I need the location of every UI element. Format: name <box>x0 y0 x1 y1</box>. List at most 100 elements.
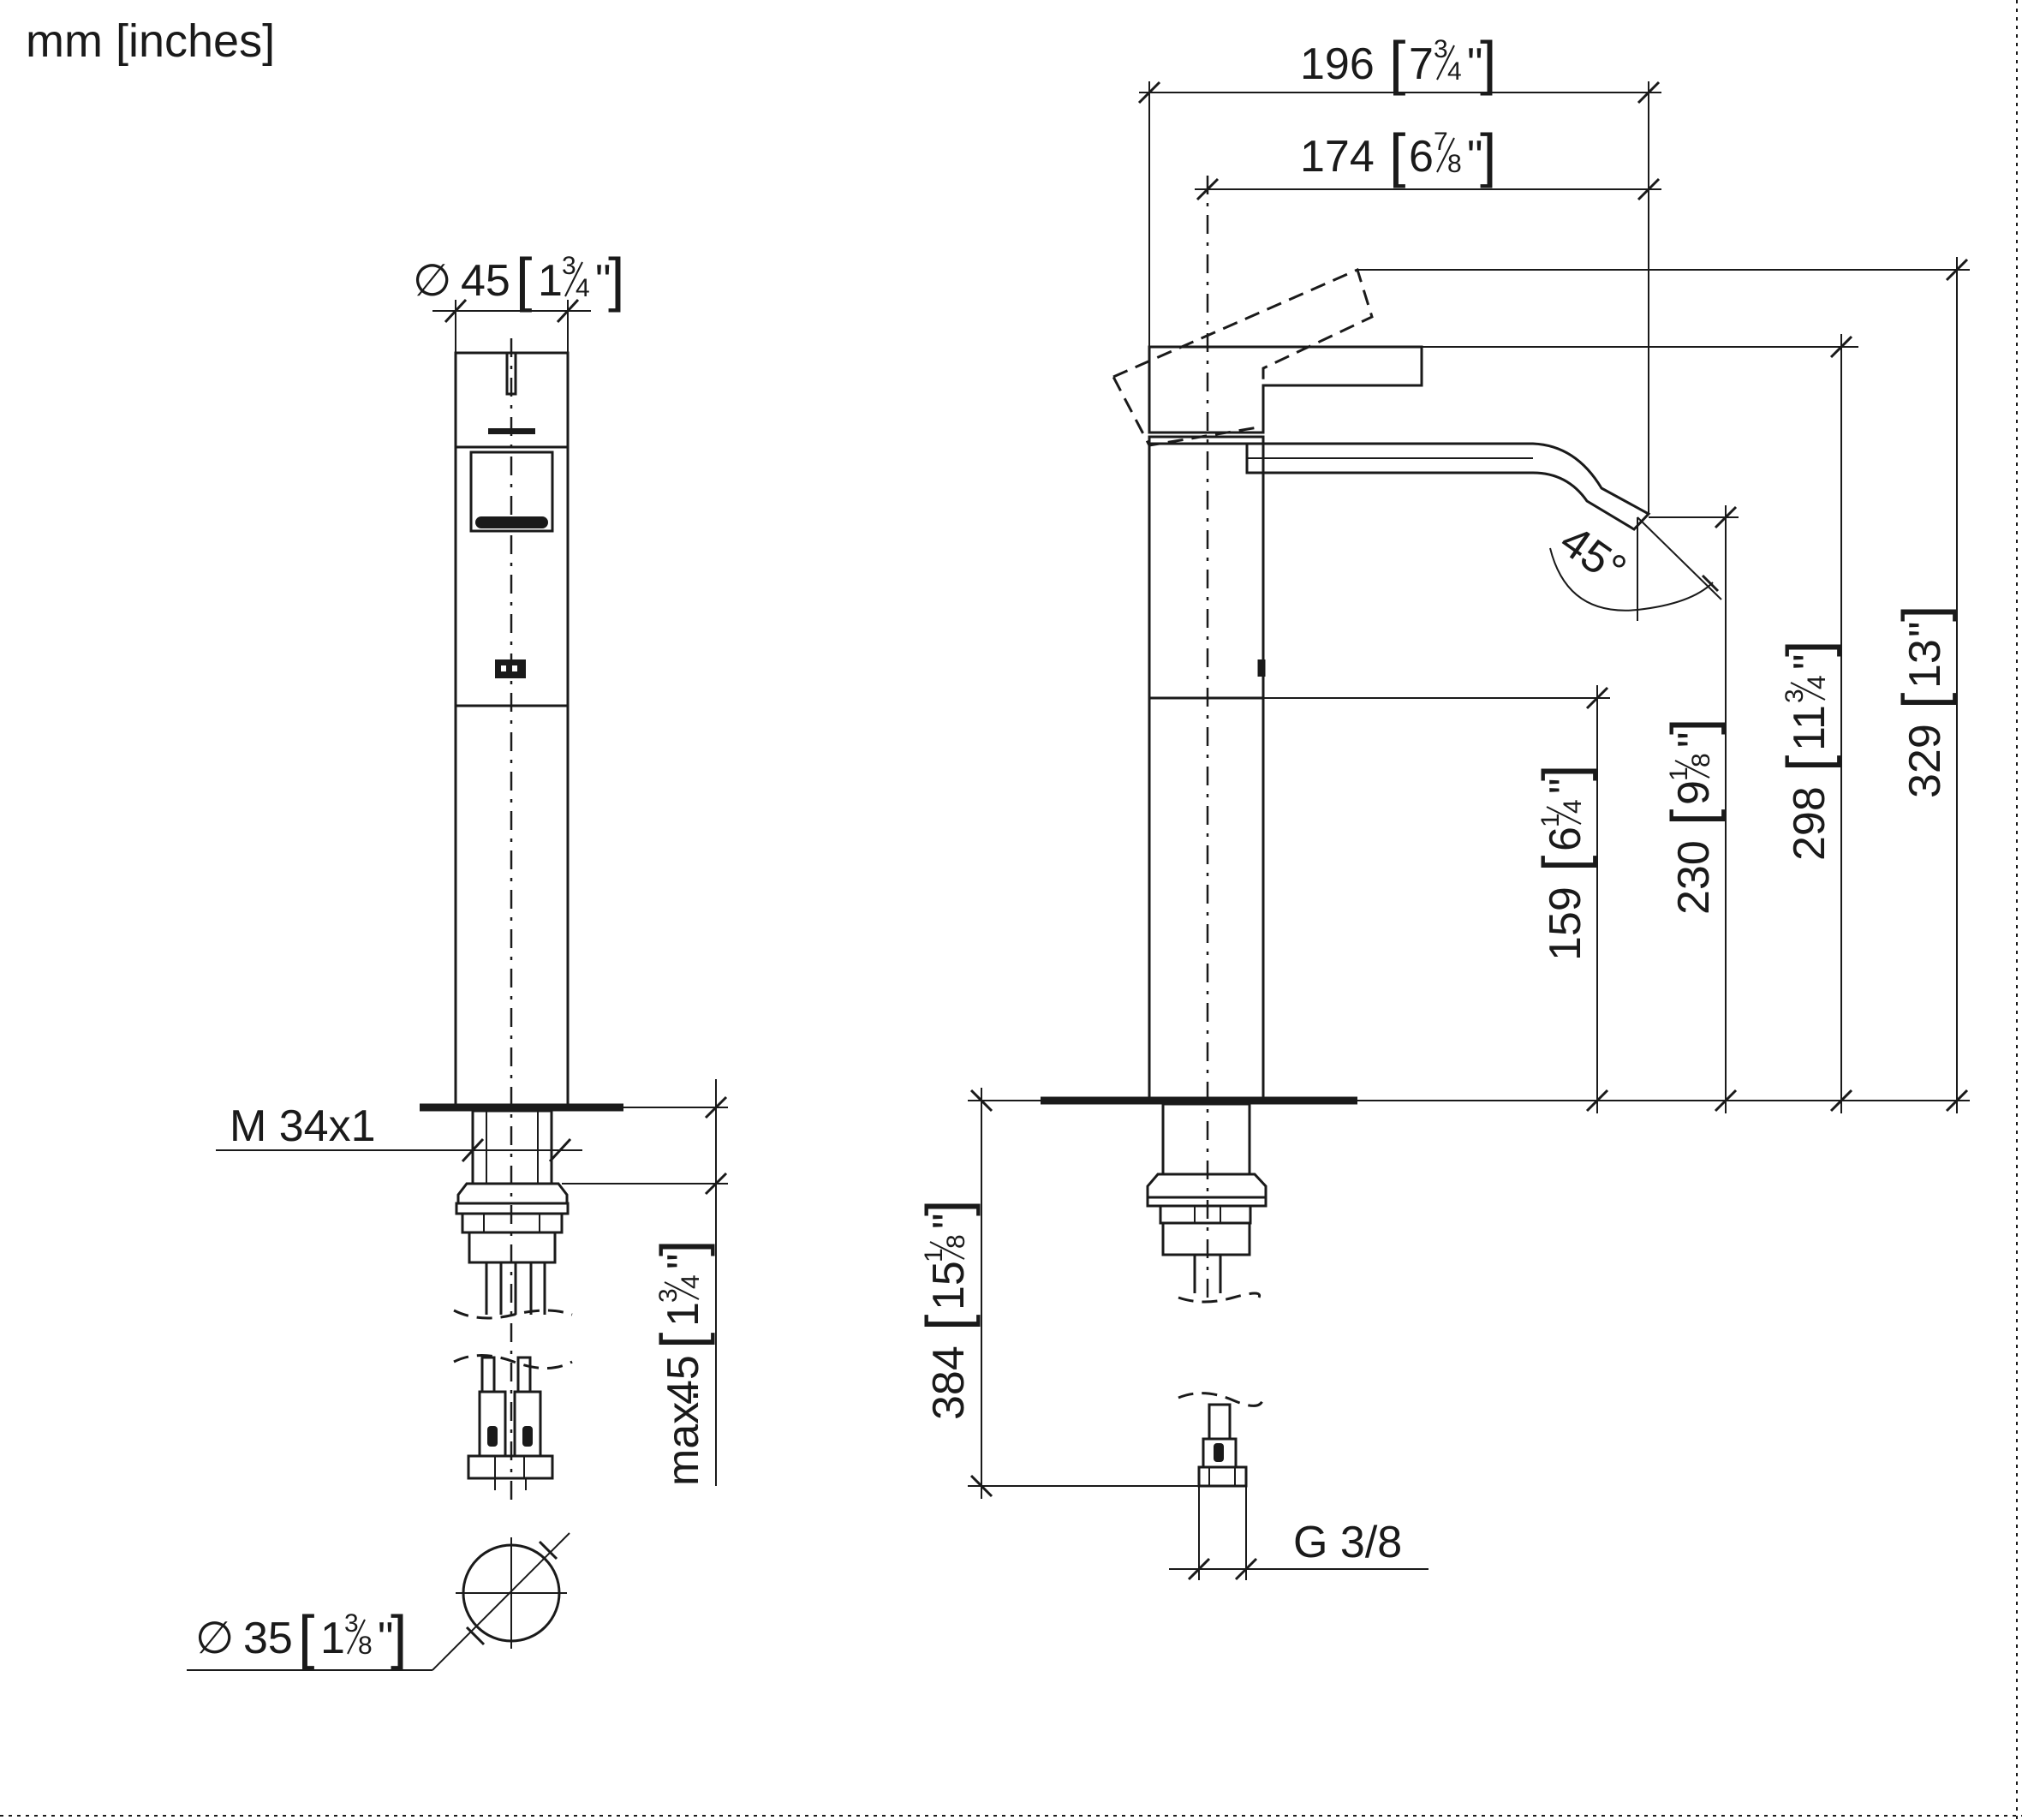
svg-text:1: 1 <box>1536 813 1565 827</box>
dim-connection-g38: G 3/8 <box>1293 1518 1402 1567</box>
svg-text:]: ] <box>1480 122 1496 188</box>
svg-text:45: 45 <box>461 256 510 306</box>
svg-text:": " <box>1467 39 1482 89</box>
svg-text:]: ] <box>1890 606 1957 622</box>
svg-text:3: 3 <box>562 252 576 280</box>
svg-text:9: 9 <box>1669 780 1719 805</box>
svg-text:]: ] <box>1659 719 1726 735</box>
svg-text:11: 11 <box>1785 705 1834 751</box>
side-lever-window <box>469 451 554 533</box>
svg-text:[: [ <box>1389 29 1405 96</box>
svg-text:3: 3 <box>654 1288 683 1303</box>
front-nut <box>1159 1204 1252 1225</box>
front-connector-nut <box>1197 1465 1248 1488</box>
svg-text:8: 8 <box>942 1234 970 1249</box>
svg-text:[: [ <box>298 1603 314 1670</box>
svg-text:230: 230 <box>1669 840 1719 915</box>
svg-text:4: 4 <box>1559 799 1587 814</box>
svg-text:]: ] <box>1530 765 1597 781</box>
dim-below-deck-384: 384 [ 15 1 8 " ] <box>914 1200 981 1420</box>
svg-text:]: ] <box>391 1603 407 1670</box>
svg-text:3: 3 <box>1434 35 1448 63</box>
svg-text:8: 8 <box>1447 150 1462 178</box>
svg-text:]: ] <box>1480 29 1496 96</box>
front-shank <box>1161 1102 1251 1176</box>
svg-text:∅: ∅ <box>195 1614 234 1663</box>
svg-text:[: [ <box>516 246 532 313</box>
svg-text:]: ] <box>648 1240 715 1256</box>
svg-text:1: 1 <box>320 1614 345 1663</box>
svg-text:15: 15 <box>924 1261 974 1310</box>
svg-text:7: 7 <box>1409 39 1434 89</box>
svg-text:[: [ <box>1530 856 1597 872</box>
svg-text:4: 4 <box>1803 675 1831 689</box>
dim-height-329: 329 [ 13 " ] <box>1890 606 1957 798</box>
dim-reach-174: 174 [ 6 7 8 " ] <box>1300 122 1496 188</box>
svg-text:3: 3 <box>344 1609 359 1638</box>
svg-text:4: 4 <box>1447 57 1462 86</box>
svg-text:": " <box>595 256 611 306</box>
svg-text:[: [ <box>914 1315 981 1331</box>
dim-diameter-45: ∅ 45 [ 1 3 4 " ] <box>413 246 624 313</box>
svg-text:196: 196 <box>1300 39 1375 89</box>
svg-text:": " <box>1785 654 1834 670</box>
svg-text:": " <box>1669 732 1719 748</box>
front-lever-open <box>1111 267 1374 447</box>
svg-text:": " <box>1541 779 1590 794</box>
side-view: ∅ 45 [ 1 3 4 " ] M 34x1 max. 45 [ 1 3 4 <box>187 246 728 1671</box>
svg-text:6: 6 <box>1541 826 1590 851</box>
svg-text:329: 329 <box>1900 724 1950 798</box>
dim-thread-m34x1: M 34x1 <box>230 1101 376 1151</box>
side-hose-break-bottom <box>453 1354 573 1369</box>
svg-text:[: [ <box>1890 693 1957 709</box>
dim-diameter-35: ∅ 35 [ 1 3 8 " ] <box>195 1603 407 1670</box>
svg-text:3: 3 <box>1780 689 1809 703</box>
dim-width-196: 196 [ 7 3 4 " ] <box>1300 29 1496 96</box>
front-spout <box>1245 442 1651 531</box>
svg-text:[: [ <box>1774 755 1841 772</box>
side-lever-pin <box>505 351 517 396</box>
side-brand-mark <box>488 428 535 434</box>
dim-height-159: 159 [ 6 1 4 " ] <box>1530 765 1597 961</box>
svg-text:": " <box>659 1254 708 1269</box>
svg-text:1: 1 <box>538 256 563 306</box>
svg-text:max.: max. <box>659 1389 708 1486</box>
front-body-upper <box>1148 435 1265 700</box>
front-body-lower <box>1148 696 1265 1102</box>
svg-text:": " <box>378 1614 393 1663</box>
svg-text:6: 6 <box>1409 132 1434 182</box>
front-hose-break-bottom <box>1178 1392 1265 1407</box>
svg-text:298: 298 <box>1785 786 1834 861</box>
svg-text:174: 174 <box>1300 132 1375 182</box>
dim-max-45: max. 45 [ 1 3 4 " ] <box>648 1240 715 1486</box>
side-aerator-slot <box>475 516 548 528</box>
svg-text:]: ] <box>1774 641 1841 657</box>
svg-text:4: 4 <box>677 1274 705 1289</box>
angle-arc <box>1549 547 1714 612</box>
svg-text:]: ] <box>608 246 624 313</box>
units-label: mm [inches] <box>26 15 275 67</box>
svg-text:1: 1 <box>659 1302 708 1327</box>
side-hose-break-top <box>453 1309 573 1320</box>
svg-text:": " <box>1467 132 1482 182</box>
svg-text:13: 13 <box>1900 639 1950 689</box>
svg-text:8: 8 <box>358 1632 373 1660</box>
svg-text:]: ] <box>914 1200 981 1216</box>
svg-text:1: 1 <box>920 1248 948 1262</box>
svg-text:": " <box>1900 622 1950 637</box>
svg-text:[: [ <box>1659 809 1726 826</box>
side-hose-nut <box>467 1454 554 1480</box>
svg-text:7: 7 <box>1434 128 1448 156</box>
svg-text:35: 35 <box>243 1614 293 1663</box>
svg-text:∅: ∅ <box>413 256 451 306</box>
svg-text:384: 384 <box>924 1346 974 1420</box>
dim-height-230: 230 [ 9 1 8 " ] <box>1659 719 1726 915</box>
front-lever <box>1148 345 1423 434</box>
front-hose-break-top <box>1178 1292 1262 1304</box>
svg-text:4: 4 <box>576 274 590 302</box>
svg-text:159: 159 <box>1541 886 1590 961</box>
svg-text:45: 45 <box>659 1355 708 1405</box>
side-marker-icon <box>495 659 526 678</box>
svg-text:8: 8 <box>1687 753 1715 767</box>
